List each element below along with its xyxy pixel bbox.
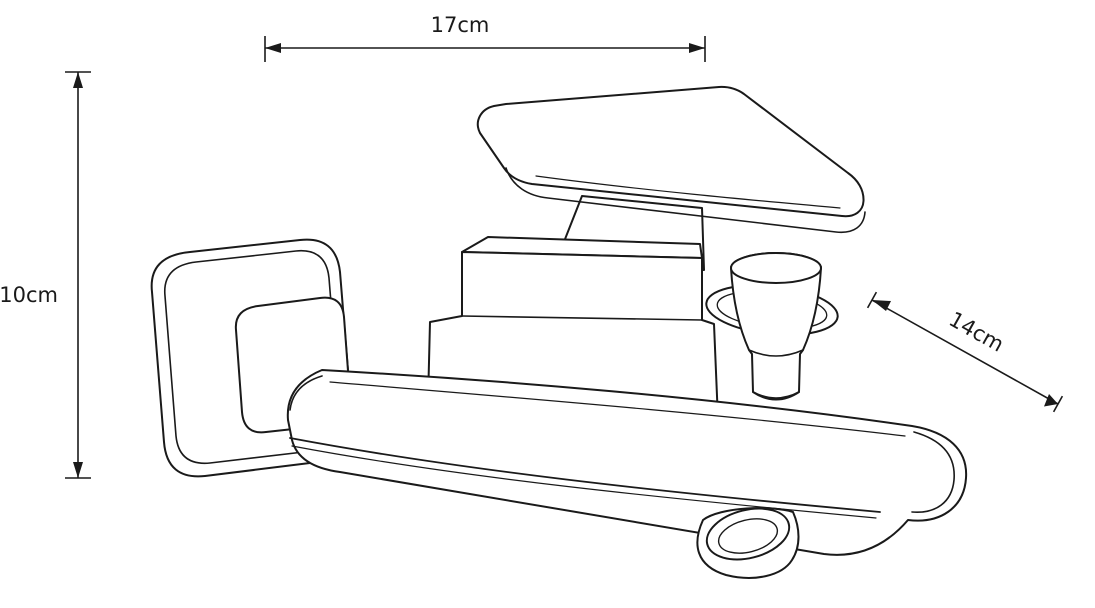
arrowhead-up-icon	[73, 72, 83, 88]
height-dimension-label: 10cm	[0, 283, 58, 307]
aerator-ring-inner	[717, 518, 779, 554]
width-dimension-label: 17cm	[431, 13, 490, 37]
spout-outlet	[696, 507, 800, 579]
arrowhead-downright-icon	[1044, 394, 1058, 407]
arrowhead-left-icon	[265, 43, 281, 53]
faucet-line-drawing	[150, 85, 968, 579]
arrowhead-upleft-icon	[872, 300, 891, 311]
diverter-knob	[730, 252, 822, 401]
arrowhead-down-icon	[73, 462, 83, 478]
lever-handle	[476, 85, 866, 234]
arrowhead-right-icon	[689, 43, 705, 53]
spout	[286, 369, 968, 556]
depth-dimension-label: 14cm	[945, 307, 1008, 357]
dimension-width: 17cm	[264, 13, 706, 62]
dimension-height: 10cm	[0, 71, 91, 479]
dimension-depth: 14cm	[866, 291, 1064, 413]
